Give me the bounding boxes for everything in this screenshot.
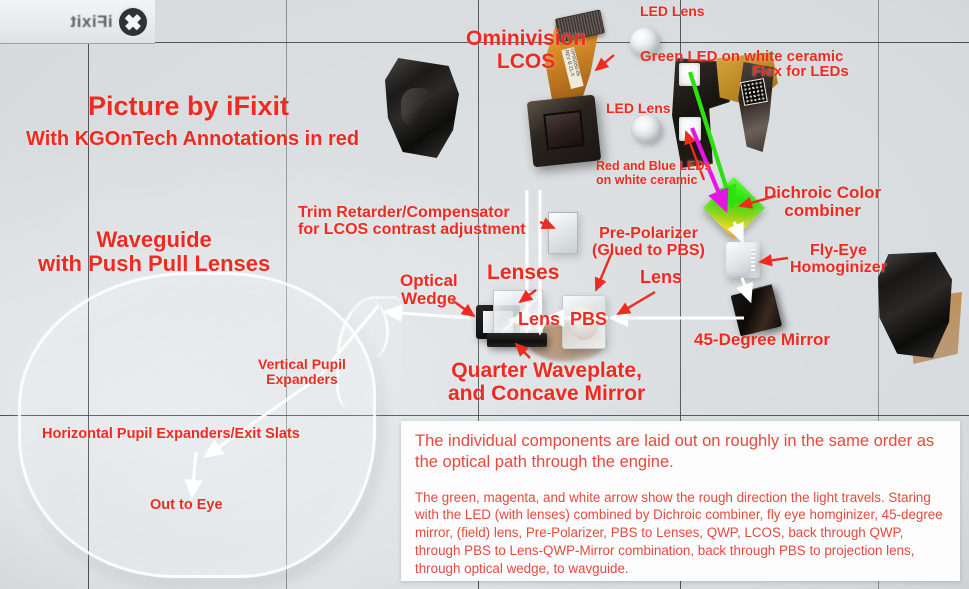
- label-flex-for-leds: Flex for LEDs: [752, 63, 849, 80]
- part-quarter-waveplate: [487, 333, 547, 347]
- label-lenses: Lenses: [487, 261, 560, 284]
- label-trim-retarder: Trim Retarder/Compensator for LCOS contr…: [298, 204, 526, 239]
- label-red-blue-leds: Red and Blue LEDs on white ceramic: [596, 159, 712, 187]
- credit-line-1: Picture by iFixit: [88, 91, 290, 121]
- caption-box: The individual components are laid out o…: [401, 421, 960, 581]
- part-led-lens-top: [630, 28, 660, 56]
- grid-line-v4: [680, 0, 682, 589]
- grid-line-v1: [88, 0, 90, 589]
- magenta-light-path-arrow: [690, 127, 729, 214]
- part-fly-eye-homogenizer: [726, 242, 760, 278]
- label-leader-lines: [451, 54, 789, 359]
- label-fly-eye-homoginizer: Fly-Eye Homoginizer: [790, 242, 887, 277]
- label-out-to-eye: Out to Eye: [150, 497, 223, 513]
- green-light-path-arrow: [687, 71, 737, 210]
- ifixit-watermark: iFixit: [0, 0, 155, 44]
- part-waveguide-lens: [18, 272, 376, 578]
- white-light-path-arrows: [184, 190, 753, 500]
- label-pre-polarizer: Pre-Polarizer (Glued to PBS): [592, 225, 705, 260]
- label-45-degree-mirror: 45-Degree Mirror: [694, 330, 831, 349]
- caption-lead-text: The individual components are laid out o…: [415, 432, 935, 471]
- label-horizontal-pupil-expanders: Horizontal Pupil Expanders/Exit Slats: [42, 426, 300, 442]
- caption-body-text: The green, magenta, and white arrow show…: [415, 489, 943, 576]
- label-led-lens-top: LED Lens: [640, 3, 705, 19]
- label-led-lens-left: LED Lens: [606, 100, 671, 116]
- grid-line-v3: [478, 0, 480, 589]
- label-waveguide: Waveguide with Push Pull Lenses: [38, 227, 271, 276]
- label-optical-wedge: Optical Wedge: [400, 271, 458, 309]
- label-lens-right: Lens: [640, 267, 683, 287]
- label-ominivision-lcos: Ominivision LCOS: [466, 27, 587, 73]
- label-vertical-pupil-expanders: Vertical Pupil Expanders: [258, 356, 346, 388]
- grid-line-h1: [0, 42, 969, 44]
- label-lens-pbs: Lens PBS: [518, 309, 608, 329]
- label-quarter-waveplate: Quarter Waveplate, and Concave Mirror: [448, 359, 646, 405]
- grid-line-h2: [0, 415, 969, 417]
- x-badge-icon: [119, 7, 147, 36]
- part-led-lens-left: [632, 115, 662, 143]
- credit-line-2: With KGOnTech Annotations in red: [26, 128, 360, 150]
- label-green-led-white-ceramic: Green LED on white ceramic: [640, 48, 844, 65]
- watermark-label: iFixit: [70, 11, 113, 31]
- label-dichroic-color-combiner: Dichroic Color combiner: [764, 183, 882, 221]
- part-waveguide-nose-cutout: [352, 300, 389, 358]
